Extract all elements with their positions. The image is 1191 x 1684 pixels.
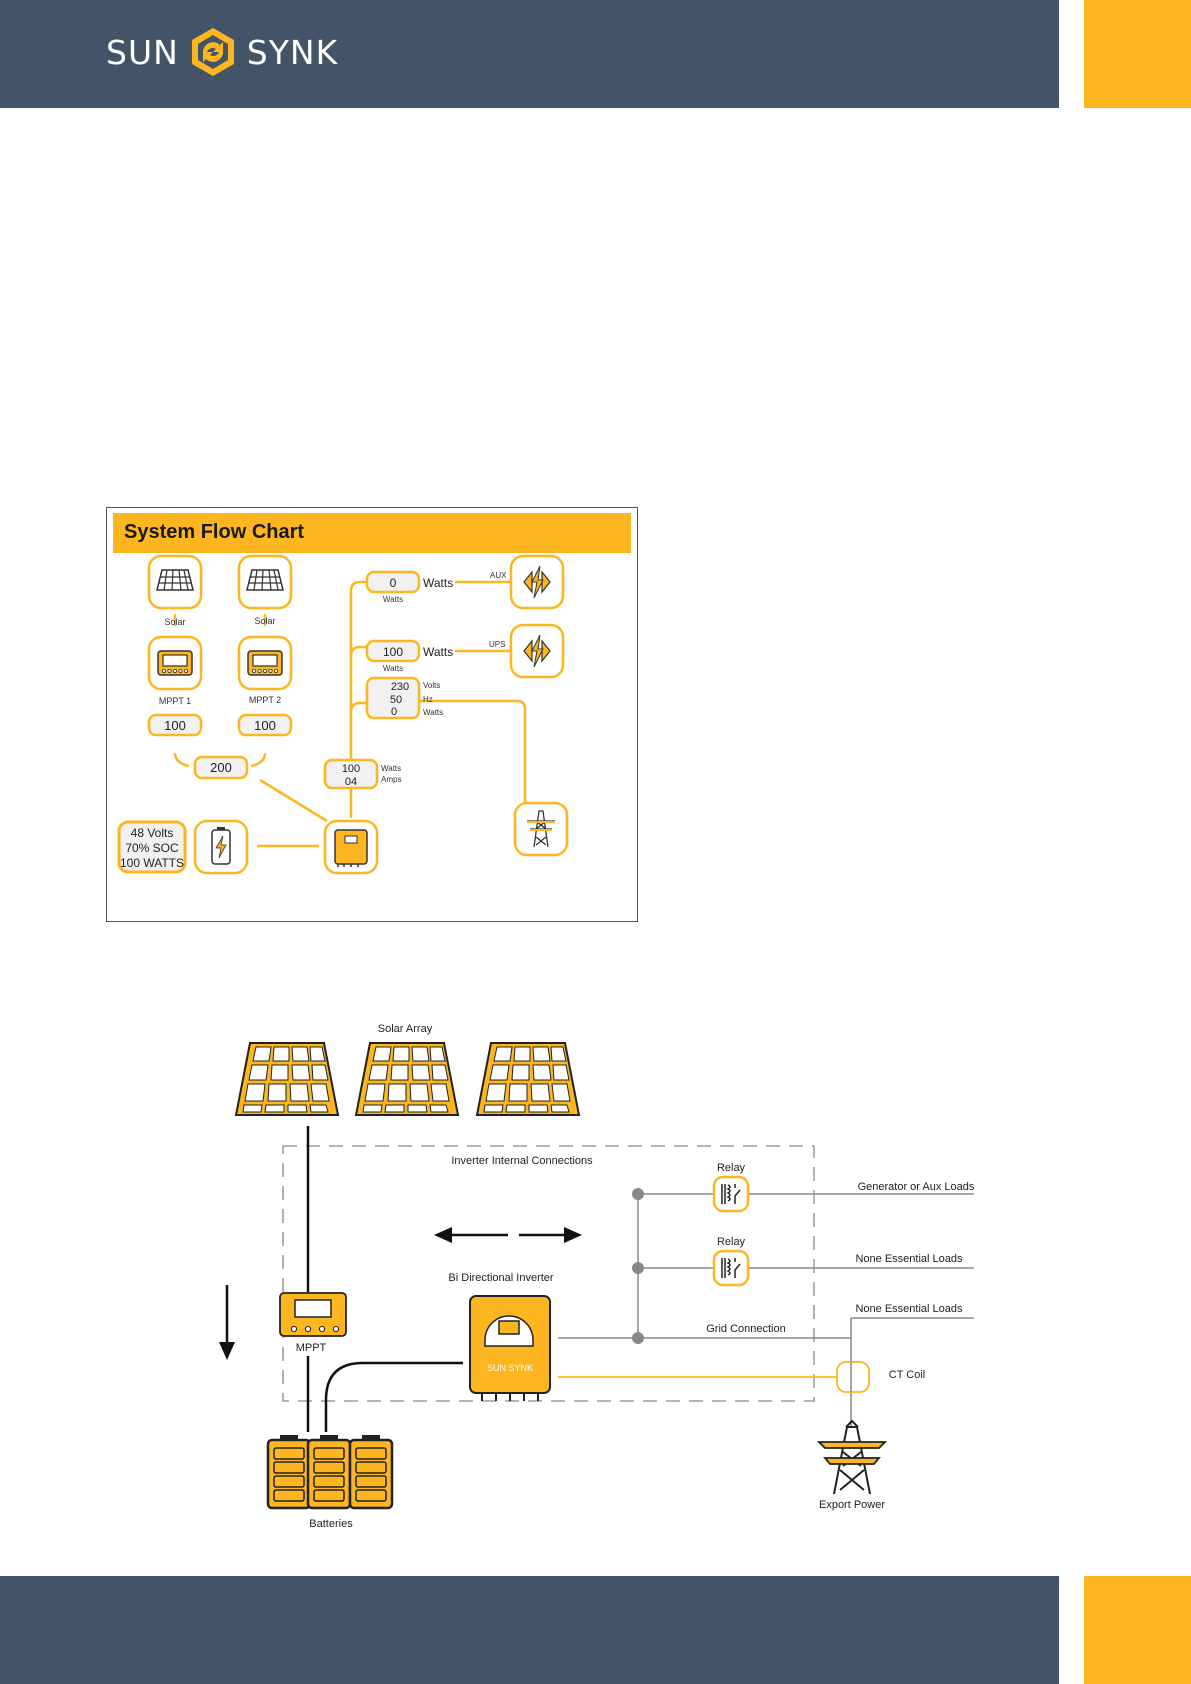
panel-title: System Flow Chart	[124, 521, 305, 543]
mppt-1-label: MPPT 1	[159, 696, 191, 706]
battery-2-icon	[306, 1433, 352, 1510]
sunsynk-logo-icon	[191, 28, 234, 76]
inverter-amps-value: 04	[345, 776, 357, 788]
mppt-1-value: 100	[164, 718, 186, 733]
pv-total-value: 200	[210, 760, 232, 775]
mppt-2-value-box: 100	[237, 713, 293, 737]
bidirectional-arrows-icon	[434, 1227, 582, 1243]
pv-total-value-box: 200	[193, 755, 249, 780]
down-arrow-icon	[219, 1285, 235, 1360]
grid-watts-unit: Watts	[423, 708, 443, 717]
grid-value-box: 230 50 0	[365, 676, 421, 720]
non-essential-loads-2-label: None Essential Loads	[855, 1303, 963, 1315]
export-power-label: Export Power	[819, 1499, 885, 1511]
ups-tag: UPS	[489, 640, 505, 649]
solar-panel-2-icon	[237, 554, 293, 610]
brand-logo: SUN SYNK	[106, 26, 338, 78]
aux-value-box: 0	[365, 570, 421, 594]
non-essential-loads-1-label: None Essential Loads	[855, 1253, 963, 1265]
ups-value-box: 100	[365, 639, 421, 663]
ct-coil-icon	[836, 1361, 870, 1393]
inverter-amps-unit: Amps	[381, 775, 401, 784]
solar-panel-center-icon	[355, 1042, 459, 1116]
mppt-1-icon	[147, 635, 203, 691]
inverter-battery-line	[324, 1361, 463, 1432]
battery-icon	[193, 819, 249, 875]
panel-title-bar: System Flow Chart	[113, 513, 631, 553]
flow-chart-canvas: Solar Solar MPPT 1 MPPT 2 100	[117, 554, 569, 875]
footer-bar	[0, 1576, 1059, 1684]
solar-panel-1-icon	[147, 554, 203, 610]
relay-2-label: Relay	[717, 1236, 746, 1248]
flow-lines	[173, 580, 527, 848]
relay-2-icon	[712, 1249, 750, 1287]
battery-3-icon	[348, 1433, 394, 1510]
ct-coil-label: CT Coil	[889, 1369, 925, 1381]
inverter-watts-unit: Watts	[381, 764, 401, 773]
battery-watts: 100 WATTS	[120, 856, 184, 870]
mppt-2-label: MPPT 2	[249, 695, 281, 705]
aux-unit: Watts	[423, 576, 453, 590]
solar-2-label: Solar	[254, 616, 275, 626]
internal-connections-label: Inverter Internal Connections	[451, 1155, 593, 1167]
battery-1-icon	[266, 1433, 312, 1510]
aux-tag: AUX	[490, 571, 507, 580]
system-flow-chart-panel: System Flow Chart	[106, 507, 638, 922]
ups-load-icon	[509, 623, 565, 679]
inverter-value-box: 100 04	[323, 758, 379, 790]
aux-value: 0	[390, 576, 397, 590]
grid-watts-value: 0	[391, 706, 397, 718]
battery-info-box: 48 Volts 70% SOC 100 WATTS	[117, 820, 187, 874]
ups-value: 100	[383, 645, 403, 659]
mppt-2-icon	[237, 635, 293, 691]
solar-panel-left-icon	[235, 1042, 339, 1116]
header-bar	[0, 0, 1059, 108]
solar-array-label: Solar Array	[378, 1023, 433, 1035]
solar-1-label: Solar	[164, 617, 185, 627]
brand-word-right: SYNK	[246, 32, 339, 72]
aux-unit-small: Watts	[383, 595, 403, 604]
inverter-brand-text: SUN SYNK	[487, 1363, 533, 1373]
inverter-boundary	[282, 1145, 815, 1402]
header-accent	[1084, 0, 1191, 108]
grid-hz-value: 50	[390, 694, 402, 706]
grid-hz-unit: Hz	[423, 695, 433, 704]
bi-inverter-icon	[469, 1295, 551, 1401]
ups-unit: Watts	[423, 645, 453, 659]
grid-volts-value: 230	[391, 681, 409, 693]
grid-volts-unit: Volts	[423, 681, 440, 690]
inverter-watts-value: 100	[342, 763, 360, 775]
solar-panel-right-icon	[476, 1042, 580, 1116]
batteries-label: Batteries	[309, 1518, 353, 1530]
grid-pylon-icon	[513, 801, 569, 857]
battery-volts: 48 Volts	[131, 826, 174, 840]
aux-load-icon	[509, 554, 565, 610]
battery-soc: 70% SOC	[125, 841, 179, 855]
brand-word-left: SUN	[106, 32, 179, 72]
mppt-label: MPPT	[296, 1342, 327, 1354]
mppt-icon	[279, 1292, 347, 1337]
mppt-2-value: 100	[254, 718, 276, 733]
relay-1-icon	[712, 1175, 750, 1213]
ups-unit-small: Watts	[383, 664, 403, 673]
bus-nodes	[632, 1188, 644, 1344]
footer-accent	[1084, 1576, 1191, 1684]
export-pylon-icon	[816, 1419, 888, 1495]
grid-connection-label: Grid Connection	[706, 1323, 786, 1335]
bi-inverter-label: Bi Directional Inverter	[448, 1272, 553, 1284]
mppt-1-value-box: 100	[147, 713, 203, 737]
relay-1-label: Relay	[717, 1162, 746, 1174]
generator-aux-loads-label: Generator or Aux Loads	[858, 1181, 975, 1193]
inverter-icon	[323, 819, 379, 875]
system-diagram: Solar Array Inverter Internal Connection…	[219, 1023, 975, 1530]
